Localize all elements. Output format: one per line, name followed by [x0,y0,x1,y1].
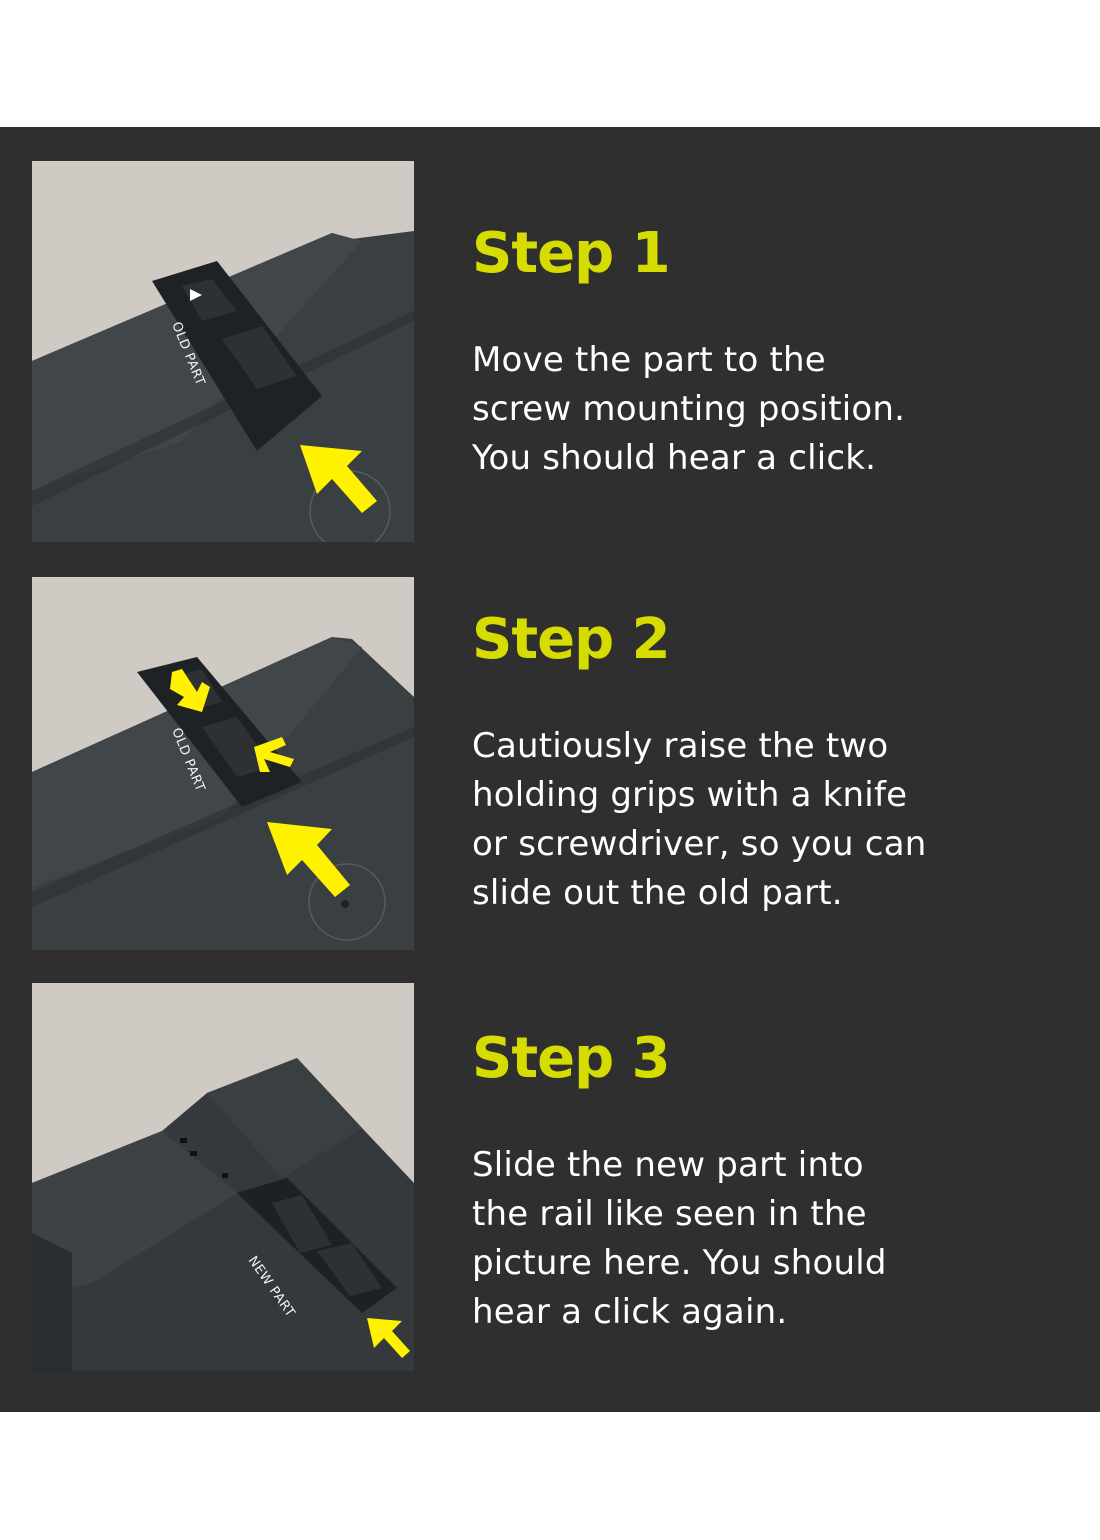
step-2-photo: OLD PART [32,577,414,950]
step-2-description: Cautiously raise the two holding grips w… [472,726,927,913]
step-3-photo: NEW PART [32,983,414,1371]
step-1-title: Step 1 [472,221,671,286]
arrow-left-icon [254,737,294,772]
arrow-up-left-icon [267,822,350,897]
step-3-title: Step 3 [472,1026,671,1091]
step-2-title: Step 2 [472,607,671,672]
arrow-up-left-icon [367,1318,410,1358]
step-1-description: Move the part to the screw mounting posi… [472,340,906,478]
arrow-down-right-icon [170,669,210,712]
step-1-photo: OLD PART [32,161,414,542]
step-3-description: Slide the new part into the rail like se… [472,1145,887,1332]
arrow-up-left-icon [300,445,377,513]
